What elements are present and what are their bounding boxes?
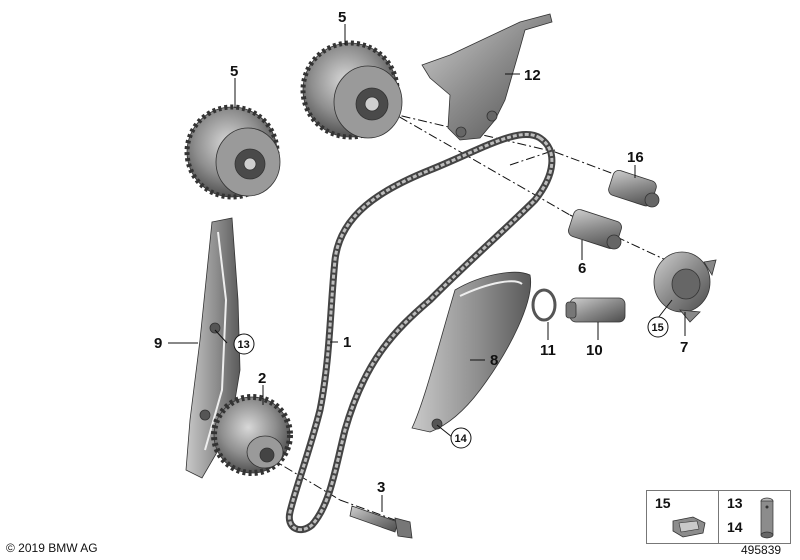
part-6-valve bbox=[568, 209, 622, 250]
part-11-sealing-ring bbox=[531, 288, 557, 322]
svg-text:14: 14 bbox=[455, 433, 468, 445]
label-part-2: 2 bbox=[258, 370, 266, 387]
label-part-9: 9 bbox=[154, 335, 162, 352]
copyright-text: © 2019 BMW AG bbox=[6, 541, 98, 555]
circled-label-14: 14 bbox=[450, 427, 472, 449]
svg-text:15: 15 bbox=[652, 322, 664, 334]
part-2-crankshaft-sprocket bbox=[211, 394, 293, 476]
legend-label-14: 14 bbox=[727, 519, 743, 535]
clip-icon bbox=[672, 516, 706, 538]
circled-label-15: 15 bbox=[647, 316, 669, 338]
part-16-valve bbox=[608, 169, 660, 208]
part-12-upper-guide bbox=[421, 13, 553, 141]
part-10-chain-tensioner bbox=[565, 297, 626, 323]
legend-label-13: 13 bbox=[727, 495, 743, 511]
label-part-12: 12 bbox=[524, 67, 541, 84]
part-5-camshaft-adjuster bbox=[300, 40, 403, 140]
part-8-guide-rail bbox=[411, 271, 532, 433]
part-3-bolt bbox=[349, 505, 413, 539]
label-part-11: 11 bbox=[540, 342, 556, 359]
legend-divider bbox=[718, 491, 719, 543]
label-part-16: 16 bbox=[627, 149, 644, 166]
part-1-timing-chain bbox=[285, 130, 556, 533]
svg-text:13: 13 bbox=[238, 339, 250, 351]
part-7-housing bbox=[653, 251, 717, 323]
label-part-6: 6 bbox=[578, 260, 586, 277]
leader-lines bbox=[168, 24, 686, 512]
part-4-camshaft-adjuster bbox=[184, 104, 281, 200]
label-part-8: 8 bbox=[490, 352, 498, 369]
legend-box: 15 13 14 bbox=[646, 490, 791, 544]
label-part-7: 7 bbox=[680, 339, 688, 356]
label-part-10: 10 bbox=[586, 342, 603, 359]
label-part-4: 5 bbox=[230, 63, 238, 80]
pin-icon bbox=[760, 497, 774, 539]
label-part-1: 1 bbox=[343, 334, 351, 351]
label-part-3: 3 bbox=[377, 479, 385, 496]
circled-label-13: 13 bbox=[233, 333, 255, 355]
legend-label-15: 15 bbox=[655, 495, 671, 511]
drawing-number: 495839 bbox=[741, 543, 782, 557]
label-part-5-text: 5 bbox=[338, 9, 346, 26]
